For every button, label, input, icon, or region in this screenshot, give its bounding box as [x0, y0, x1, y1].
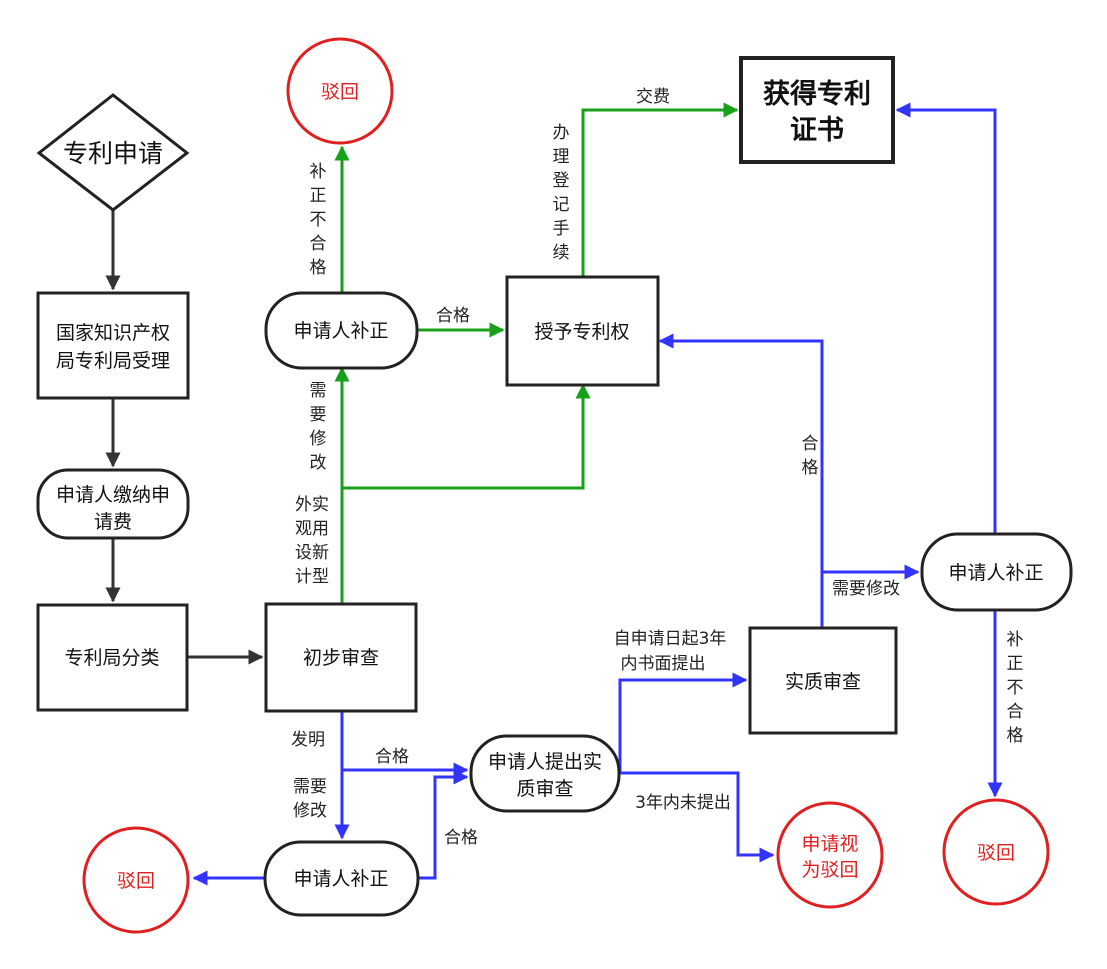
label-uncorrected-top-2: 正	[310, 186, 327, 206]
label-design-utility-1: 外实	[295, 495, 329, 515]
node-reject-top: 驳回	[286, 37, 394, 145]
label-pass-mid: 合格	[375, 747, 409, 767]
reject-left-label: 驳回	[117, 870, 155, 892]
label-needs-mod-right: 需要修改	[832, 579, 900, 599]
label-design-utility-2: 观用	[295, 519, 329, 539]
substantive-exam-label: 实质审查	[785, 671, 861, 693]
label-needs-mod-top-4: 改	[310, 453, 327, 473]
label-needs-mod-top-3: 修	[310, 429, 327, 449]
prelim-exam-label: 初步审查	[303, 647, 379, 669]
edge-request-to-substantive	[618, 672, 748, 773]
label-uncorrected-right-5: 格	[1007, 726, 1024, 746]
label-uncorrected-top-4: 合	[310, 234, 327, 254]
node-correct-top: 申请人补正	[264, 291, 419, 370]
correct-bottom-label: 申请人补正	[293, 868, 388, 890]
node-correct-bottom: 申请人补正	[263, 840, 420, 917]
label-design-utility-3: 设新	[295, 543, 329, 563]
label-invention: 发明	[291, 730, 325, 750]
label-needs-mod-bottom-2: 修改	[293, 801, 327, 821]
reject-top-label: 驳回	[321, 81, 359, 103]
node-classify: 专利局分类	[36, 603, 189, 712]
node-certificate: 获得专利 证书	[739, 56, 895, 164]
label-uncorrected-top-5: 格	[310, 258, 327, 278]
label-needs-mod-top-1: 需	[310, 381, 327, 401]
start-label: 专利申请	[63, 139, 163, 168]
accept-label-line2: 局专利局受理	[56, 350, 170, 372]
node-grant: 授予专利权	[505, 275, 660, 387]
label-uncorrected-right-2: 正	[1007, 654, 1024, 674]
label-uncorrected-top-3: 不	[310, 210, 327, 230]
label-uncorrected-top-1: 补	[310, 162, 327, 182]
correct-top-label: 申请人补正	[293, 320, 388, 342]
label-within-3y-2: 内书面提出	[621, 654, 706, 674]
deemed-withdrawn-label-line1: 申请视	[801, 833, 858, 855]
grant-label: 授予专利权	[534, 321, 629, 343]
correct-right-label: 申请人补正	[948, 562, 1043, 584]
certificate-label-line1: 获得专利	[763, 79, 871, 110]
label-pass-top: 合格	[436, 306, 470, 326]
edge-design-to-grant	[342, 383, 591, 490]
label-uncorrected-right-1: 补	[1007, 630, 1024, 650]
edge-substantive-to-grant	[658, 333, 824, 628]
edge-grant-to-certificate	[581, 102, 739, 277]
reject-right-label: 驳回	[977, 842, 1015, 864]
pay-fee-label-line2: 请费	[94, 511, 132, 533]
edge-correct-right-to-certificate	[895, 102, 997, 534]
label-needs-mod-bottom-1: 需要	[293, 777, 327, 797]
node-correct-right: 申请人补正	[920, 532, 1073, 612]
node-deemed-withdrawn: 申请视 为驳回	[776, 801, 884, 909]
label-register-1: 办	[553, 123, 570, 143]
certificate-label-line2: 证书	[790, 115, 844, 146]
edge-request-to-deemed	[620, 771, 775, 863]
edge-correct-bottom-to-request	[418, 769, 469, 880]
edges-green	[334, 102, 739, 604]
edge-labels: 补 正 不 合 格 合格 需 要 修 改 外实 观用 设新 计型 办 理 登 记…	[291, 87, 1024, 848]
accept-label-line1: 国家知识产权	[56, 322, 170, 344]
edges-black	[105, 210, 264, 665]
label-pay: 交费	[636, 87, 670, 107]
node-accept: 国家知识产权 局专利局受理	[36, 291, 190, 400]
label-within-3y-1: 自申请日起3年	[614, 629, 727, 649]
node-prelim-exam: 初步审查	[264, 602, 418, 713]
label-design-utility-4: 计型	[295, 567, 329, 587]
node-request-exam: 申请人提出实 质审查	[469, 734, 621, 813]
label-register-2: 理	[553, 147, 570, 167]
node-reject-right: 驳回	[942, 798, 1050, 906]
node-reject-left: 驳回	[82, 826, 190, 934]
edges-blue	[192, 102, 1003, 886]
request-exam-label-line1: 申请人提出实	[488, 751, 602, 773]
label-pass-right-2: 格	[802, 458, 819, 478]
label-pass-bottom: 合格	[444, 828, 478, 848]
classify-label: 专利局分类	[64, 647, 159, 669]
label-register-4: 记	[553, 195, 570, 215]
label-pass-right-1: 合	[802, 434, 819, 454]
deemed-withdrawn-label-line2: 为驳回	[801, 859, 858, 881]
label-register-3: 登	[553, 171, 570, 191]
label-register-6: 续	[553, 243, 570, 263]
node-start: 专利申请	[36, 93, 190, 212]
node-substantive-exam: 实质审查	[748, 626, 898, 735]
label-uncorrected-right-4: 合	[1007, 702, 1024, 722]
label-uncorrected-right-3: 不	[1007, 678, 1024, 698]
label-needs-mod-top-2: 要	[310, 405, 327, 425]
request-exam-label-line2: 质审查	[516, 778, 573, 800]
node-pay-fee: 申请人缴纳申 请费	[36, 468, 190, 540]
label-register-5: 手	[553, 219, 570, 239]
label-not-within-3y: 3年内未提出	[635, 793, 731, 813]
pay-fee-label-line1: 申请人缴纳申	[56, 484, 170, 506]
